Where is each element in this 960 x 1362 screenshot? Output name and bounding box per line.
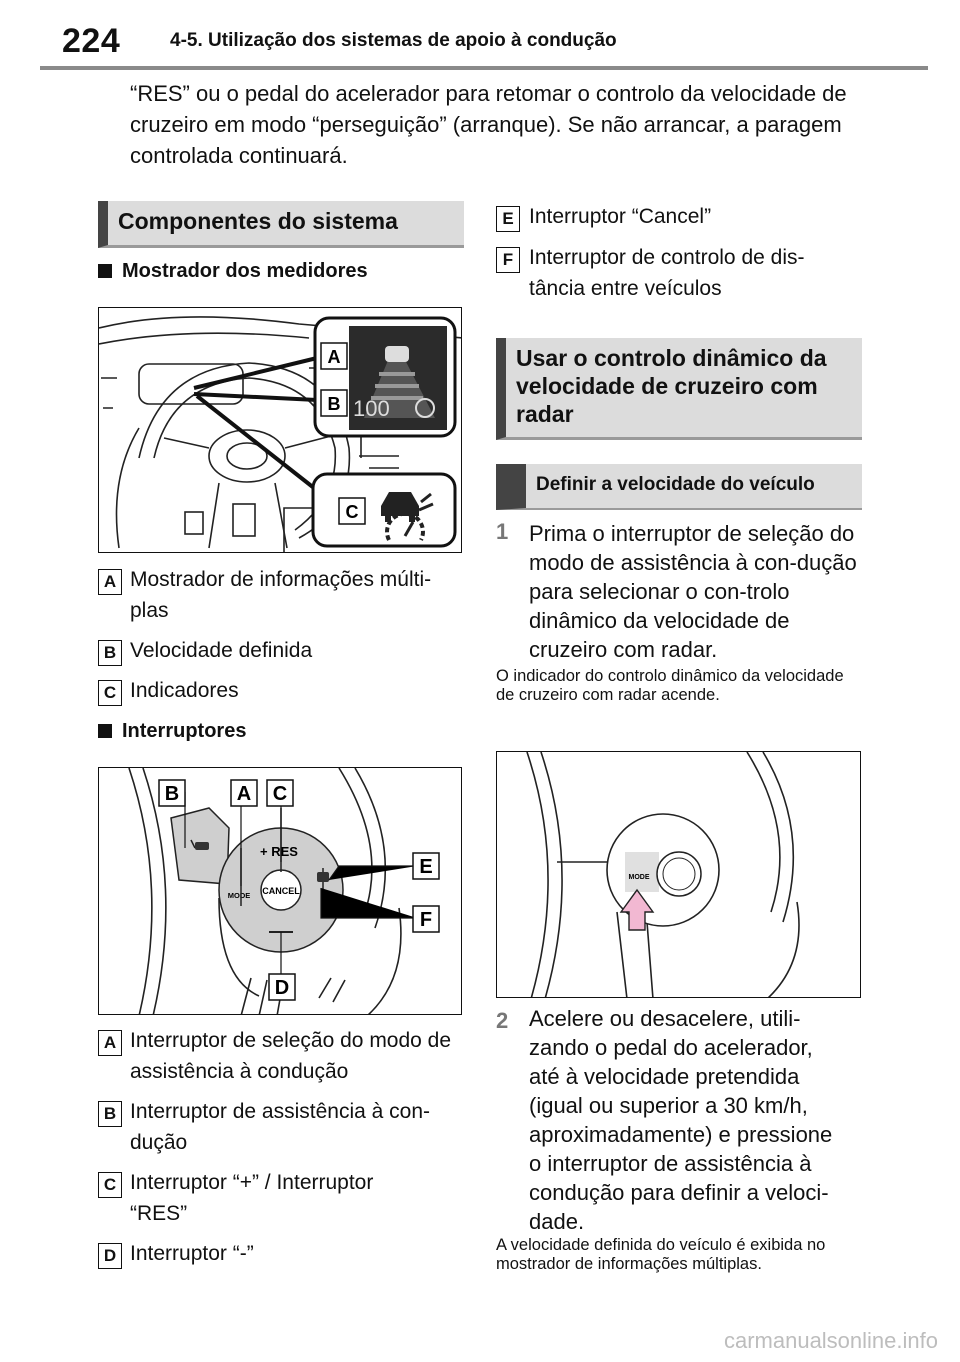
chapter-title: 4-5. Utilização dos sistemas de apoio à … — [170, 30, 617, 51]
steering-switches-illustration: CANCEL + RES MODE B A C — [128, 768, 440, 1014]
step-2-note: A velocidade definida do veículo é exibi… — [496, 1236, 826, 1273]
switches-item-c-text: Interruptor “+” / Interruptor “RES” — [130, 1171, 374, 1225]
step-1-text: Prima o interruptor de seleção do modo d… — [529, 521, 857, 662]
gauges-item-c-label: C — [98, 680, 122, 706]
section-heading-usage: Usar o controlo dinâmico da velocidade d… — [496, 338, 862, 440]
switches-item-a-text: Interruptor de seleção do modo de assist… — [130, 1029, 452, 1083]
switches-item-a-label: A — [98, 1030, 122, 1056]
gauges-item-a-label: A — [98, 569, 122, 595]
gauges-item-c-text: Indicadores — [130, 679, 239, 702]
right-item-f-text: Interruptor de controlo de dis- tância e… — [529, 246, 805, 300]
gauges-item-b-text: Velocidade definida — [130, 639, 313, 662]
switches-item-b-label: B — [98, 1101, 122, 1127]
fig2-callout-d: D — [275, 977, 289, 999]
page-number: 224 — [62, 22, 121, 60]
subheading-set-speed: Definir a velocidade do veículo — [496, 464, 862, 510]
switches-item-c-label: C — [98, 1172, 122, 1198]
mode-switch-illustration: MODE — [526, 752, 800, 997]
step-2-number: 2 — [496, 1008, 509, 1033]
figure-steering-switches: CANCEL + RES MODE B A C — [98, 767, 462, 1015]
switches-heading: Interruptores — [98, 720, 246, 743]
gauges-item-b-label: B — [98, 640, 122, 666]
watermark: carmanualsonline.info — [723, 1328, 938, 1353]
switches-heading-text: Interruptores — [122, 720, 247, 742]
section-heading-components: Componentes do sistema — [98, 201, 464, 248]
mode-switch-text: MODE — [228, 891, 251, 900]
intro-paragraph: “RES” ou o pedal do acelerador para reto… — [130, 81, 847, 168]
callout-a: A — [328, 347, 341, 367]
bullet-square-icon — [98, 264, 112, 278]
header-rule — [40, 66, 928, 70]
callout-b: B — [328, 394, 341, 414]
figure-mode-switch: MODE — [496, 751, 861, 998]
gauges-item-a-text: Mostrador de informações múlti- plas — [130, 568, 432, 622]
step-2-text: Acelere ou desacelere, utili-zando o ped… — [529, 1006, 833, 1234]
bullet-square-icon — [98, 724, 112, 738]
right-item-f-label: F — [496, 247, 520, 273]
press-arrow-icon — [619, 888, 655, 931]
set-speed-readout: 100 — [353, 396, 390, 421]
fig2-callout-f: F — [420, 909, 432, 931]
fig3-mode-text: MODE — [629, 874, 650, 881]
switches-item-d-label: D — [98, 1243, 122, 1269]
fig2-callout-e: E — [419, 856, 432, 878]
switches-item-d-text: Interruptor “-” — [130, 1242, 254, 1265]
fig2-callout-b: B — [165, 783, 179, 805]
right-item-e-text: Interruptor “Cancel” — [529, 205, 712, 228]
gauges-heading: Mostrador dos medidores — [98, 260, 368, 283]
step-1-number: 1 — [496, 519, 509, 544]
gauges-heading-text: Mostrador dos medidores — [122, 260, 368, 282]
instrument-cluster-illustration: 100 A B C — [99, 316, 461, 552]
step-1-note: O indicador do controlo dinâmico da velo… — [496, 667, 844, 704]
switches-item-b-text: Interruptor de assistência à con- dução — [130, 1100, 430, 1154]
fig2-callout-c: C — [273, 783, 287, 805]
figure-instrument-cluster: 100 A B C — [98, 307, 462, 553]
callout-c: C — [346, 502, 359, 522]
right-item-e-label: E — [496, 206, 520, 232]
res-switch-text: + RES — [260, 844, 298, 859]
fig2-callout-a: A — [237, 783, 251, 805]
cancel-switch-text: CANCEL — [262, 886, 300, 896]
